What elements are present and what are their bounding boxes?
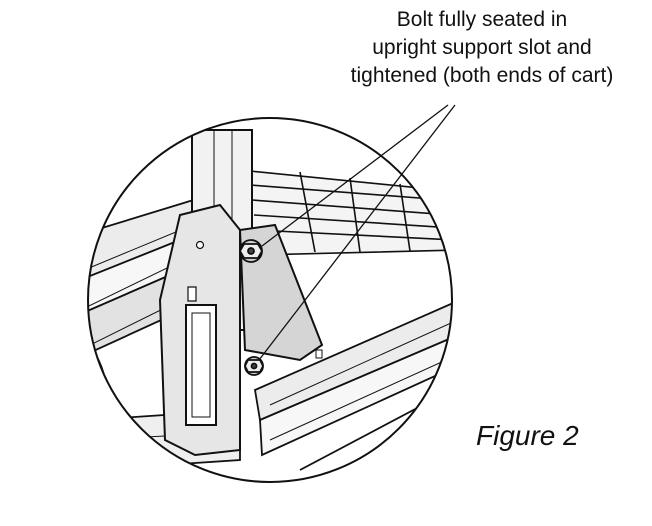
callout-leader-lines [259,105,455,360]
bolt-icon [240,240,262,262]
callout-line-2: upright support slot and [372,36,592,59]
callout-line-1: Bolt fully seated in [396,8,568,31]
lower-bolt-icon [245,357,263,375]
figure-label: Figure 2 [476,420,579,451]
callout-text: Bolt fully seated in upright support slo… [312,6,652,90]
callout-line-3: tightened (both ends of cart) [350,64,614,87]
upright-support-bracket [160,205,322,455]
detail-view [88,118,452,482]
detail-circle [88,118,452,482]
